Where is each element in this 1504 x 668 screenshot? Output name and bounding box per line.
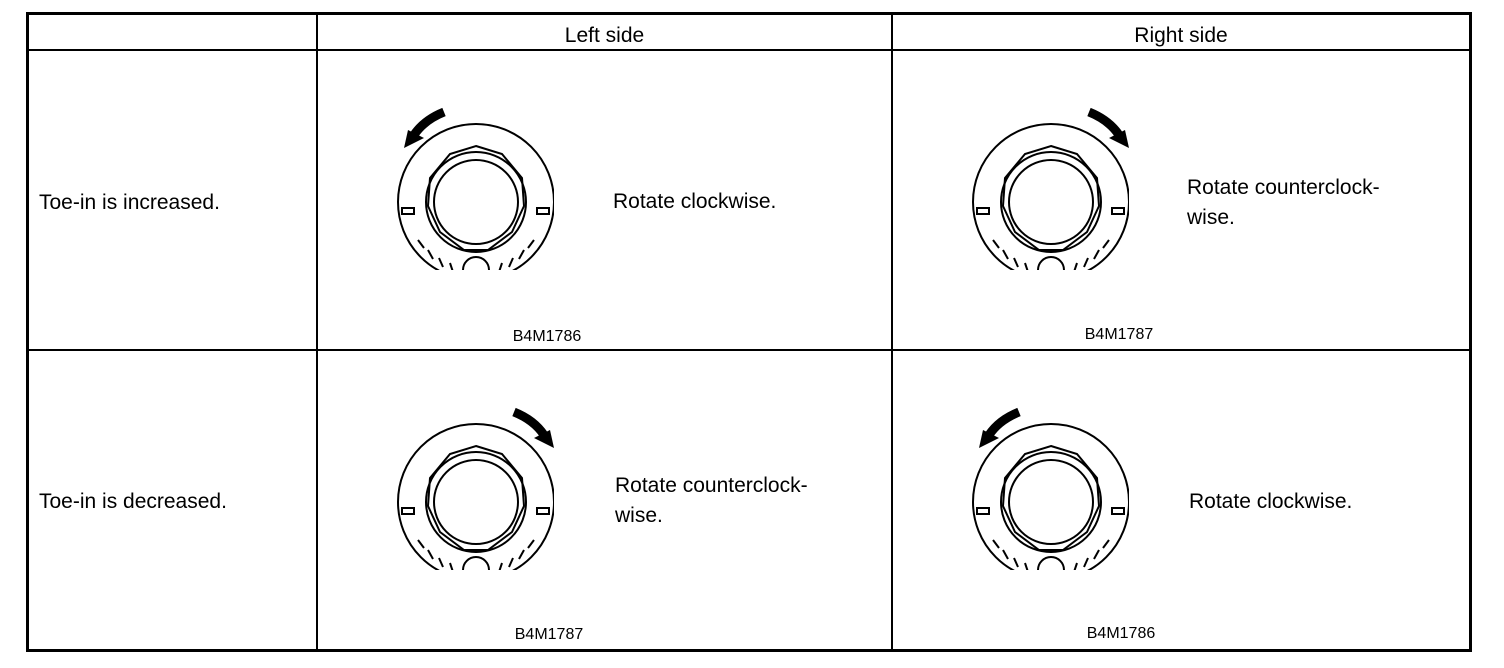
adjusting-bolt-cw-arrow-figure [972, 107, 1129, 270]
row-divider [29, 49, 1469, 51]
instruction-text: Rotate clockwise. [613, 190, 777, 213]
column-divider [316, 15, 318, 649]
instruction-text: Rotate counterclock- wise. [615, 474, 808, 527]
instruction-text: Rotate counterclock- wise. [1187, 176, 1380, 229]
adjusting-bolt-ccw-arrow-figure [972, 407, 1129, 570]
row-label-decreased: Toe-in is decreased. [39, 490, 227, 513]
clockwise-arrow-icon [512, 407, 554, 448]
row-label-increased: Toe-in is increased. [39, 191, 220, 214]
figure-code: B4M1786 [1086, 625, 1156, 642]
adjusting-bolt-ccw-arrow-figure [397, 107, 554, 270]
clockwise-arrow-icon [1087, 107, 1129, 148]
instruction-text: Rotate clockwise. [1189, 490, 1353, 513]
adjusting-bolt-cw-arrow-figure [397, 407, 554, 570]
figure-code: B4M1787 [514, 626, 584, 643]
counterclockwise-arrow-icon [979, 407, 1021, 448]
figure-code: B4M1787 [1084, 326, 1154, 343]
toe-in-adjustment-table: Left side Right side Toe-in is increased… [26, 12, 1472, 652]
figure-code: B4M1786 [512, 328, 582, 345]
counterclockwise-arrow-icon [404, 107, 446, 148]
row-divider [29, 349, 1469, 351]
header-left-side: Left side [564, 24, 645, 47]
column-divider [891, 15, 893, 649]
header-right-side: Right side [1134, 24, 1228, 47]
